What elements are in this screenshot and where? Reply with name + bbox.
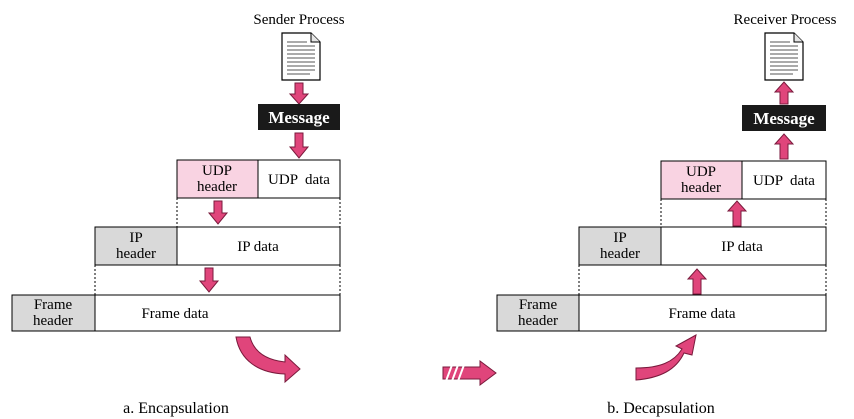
curved-arrow-icon	[235, 336, 301, 384]
ip-header-line1: IP	[613, 230, 626, 246]
frame-header-box	[496, 294, 580, 332]
ip-header-box	[94, 226, 178, 266]
down-arrow-icon	[288, 132, 310, 159]
udp-header-line1: UDP	[686, 164, 716, 180]
sender-process-label: Sender Process	[253, 12, 344, 28]
ip-data-label: IP data	[237, 239, 279, 255]
document-icon	[764, 32, 804, 81]
frame-header-box	[11, 294, 96, 332]
udp-header-box	[660, 160, 743, 200]
up-arrow-icon	[773, 133, 795, 160]
ip-header-line1: IP	[129, 230, 142, 246]
message-label: Message	[268, 108, 330, 127]
frame-header-line1: Frame	[34, 297, 73, 313]
udp-header-line1: UDP	[202, 163, 232, 179]
decapsulation-panel: Receiver Process Message UDP header UDP …	[496, 12, 837, 417]
message-label: Message	[753, 109, 815, 128]
udp-data-label: UDP data	[268, 172, 330, 188]
down-arrow-icon	[288, 82, 310, 105]
udp-data-box	[741, 160, 827, 200]
up-arrow-icon	[726, 200, 748, 227]
up-arrow-icon	[773, 81, 795, 105]
curved-arrow-icon	[635, 334, 697, 381]
udp-data-label: UDP data	[753, 173, 815, 189]
message-box	[742, 105, 826, 131]
frame-data-label: Frame data	[141, 306, 208, 322]
frame-header-line1: Frame	[519, 297, 558, 313]
ip-data-box	[176, 226, 341, 266]
frame-data-box	[94, 294, 341, 332]
transfer-arrow-icon	[442, 360, 497, 386]
decapsulation-caption: b. Decapsulation	[607, 400, 715, 417]
frame-data-label: Frame data	[668, 306, 735, 322]
ip-data-label: IP data	[721, 239, 763, 255]
encapsulation-panel: Sender Process Message UDP header UDP da…	[11, 12, 345, 417]
receiver-process-label: Receiver Process	[734, 12, 837, 28]
udp-data-box	[257, 159, 341, 199]
udp-header-line2: header	[197, 179, 237, 195]
ip-header-line2: header	[600, 246, 640, 262]
message-box	[258, 104, 340, 130]
encapsulation-caption: a. Encapsulation	[123, 400, 229, 417]
up-arrow-icon	[686, 268, 708, 295]
down-arrow-icon	[207, 200, 229, 225]
document-icon	[281, 32, 321, 81]
frame-data-box	[578, 294, 827, 332]
udp-header-box	[176, 159, 259, 199]
udp-header-line2: header	[681, 180, 721, 196]
frame-header-line2: header	[33, 313, 73, 329]
frame-header-line2: header	[518, 313, 558, 329]
ip-data-box	[660, 226, 827, 266]
down-arrow-icon	[198, 267, 220, 293]
ip-header-line2: header	[116, 246, 156, 262]
